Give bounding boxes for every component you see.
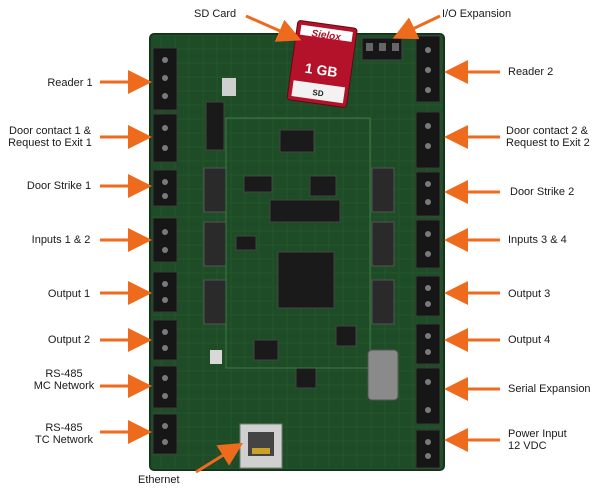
sd-card-arrow <box>245 14 302 42</box>
relays <box>203 167 395 325</box>
sd-card-capacity: 1 GB <box>304 60 339 80</box>
left-arrows <box>100 70 152 444</box>
label-door-strike-2: Door Strike 2 <box>510 186 575 198</box>
label-door-contact-1-line2: Request to Exit 1 <box>8 137 92 149</box>
label-sd-card: SD Card <box>194 8 237 20</box>
label-power-input-line2: 12 VDC <box>508 440 547 452</box>
label-output-2: Output 2 <box>47 334 91 346</box>
label-ethernet: Ethernet <box>138 474 180 486</box>
label-door-contact-2-line2: Request to Exit 2 <box>506 137 590 149</box>
label-inputs-3-4: Inputs 3 & 4 <box>508 234 567 246</box>
sd-card-graphic: Sielox 1 GB SD <box>286 20 358 108</box>
label-door-contact-1-line1: Door contact 1 & <box>9 125 91 137</box>
label-rs485-tc-line1: RS-485 <box>45 422 83 434</box>
left-terminal-blocks <box>152 47 178 455</box>
label-power-input-line1: Power Input <box>508 428 567 440</box>
label-door-contact-1: Door contact 1 & Request to Exit 1 <box>2 125 98 149</box>
label-output-4: Output 4 <box>508 334 551 346</box>
right-arrows <box>444 60 500 452</box>
label-reader-2: Reader 2 <box>508 66 554 78</box>
io-expansion-arrow <box>392 14 441 40</box>
ethernet-arrow <box>195 442 244 474</box>
battery-holder <box>367 349 399 401</box>
label-door-contact-2: Door contact 2 & Request to Exit 2 <box>506 125 598 149</box>
label-rs485-mc-line1: RS-485 <box>45 368 83 380</box>
label-io-expansion: I/O Expansion <box>442 8 512 20</box>
label-rs485-tc: RS-485 TC Network <box>30 422 98 446</box>
label-serial-expansion: Serial Expansion <box>508 383 591 395</box>
label-output-3: Output 3 <box>508 288 551 300</box>
label-rs485-mc: RS-485 MC Network <box>30 368 98 392</box>
integrated-circuits <box>205 101 357 389</box>
label-inputs-1-2: Inputs 1 & 2 <box>31 234 91 246</box>
svg-text:SD: SD <box>312 88 324 98</box>
label-door-contact-2-line1: Door contact 2 & <box>506 125 588 137</box>
label-output-1: Output 1 <box>47 288 91 300</box>
label-rs485-tc-line2: TC Network <box>34 434 94 446</box>
label-reader-1: Reader 1 <box>47 77 93 89</box>
label-power-input: Power Input 12 VDC <box>508 428 592 452</box>
label-door-strike-1: Door Strike 1 <box>26 180 92 192</box>
label-rs485-mc-line2: MC Network <box>33 380 95 392</box>
sd-card-brand: Sielox <box>311 28 342 43</box>
